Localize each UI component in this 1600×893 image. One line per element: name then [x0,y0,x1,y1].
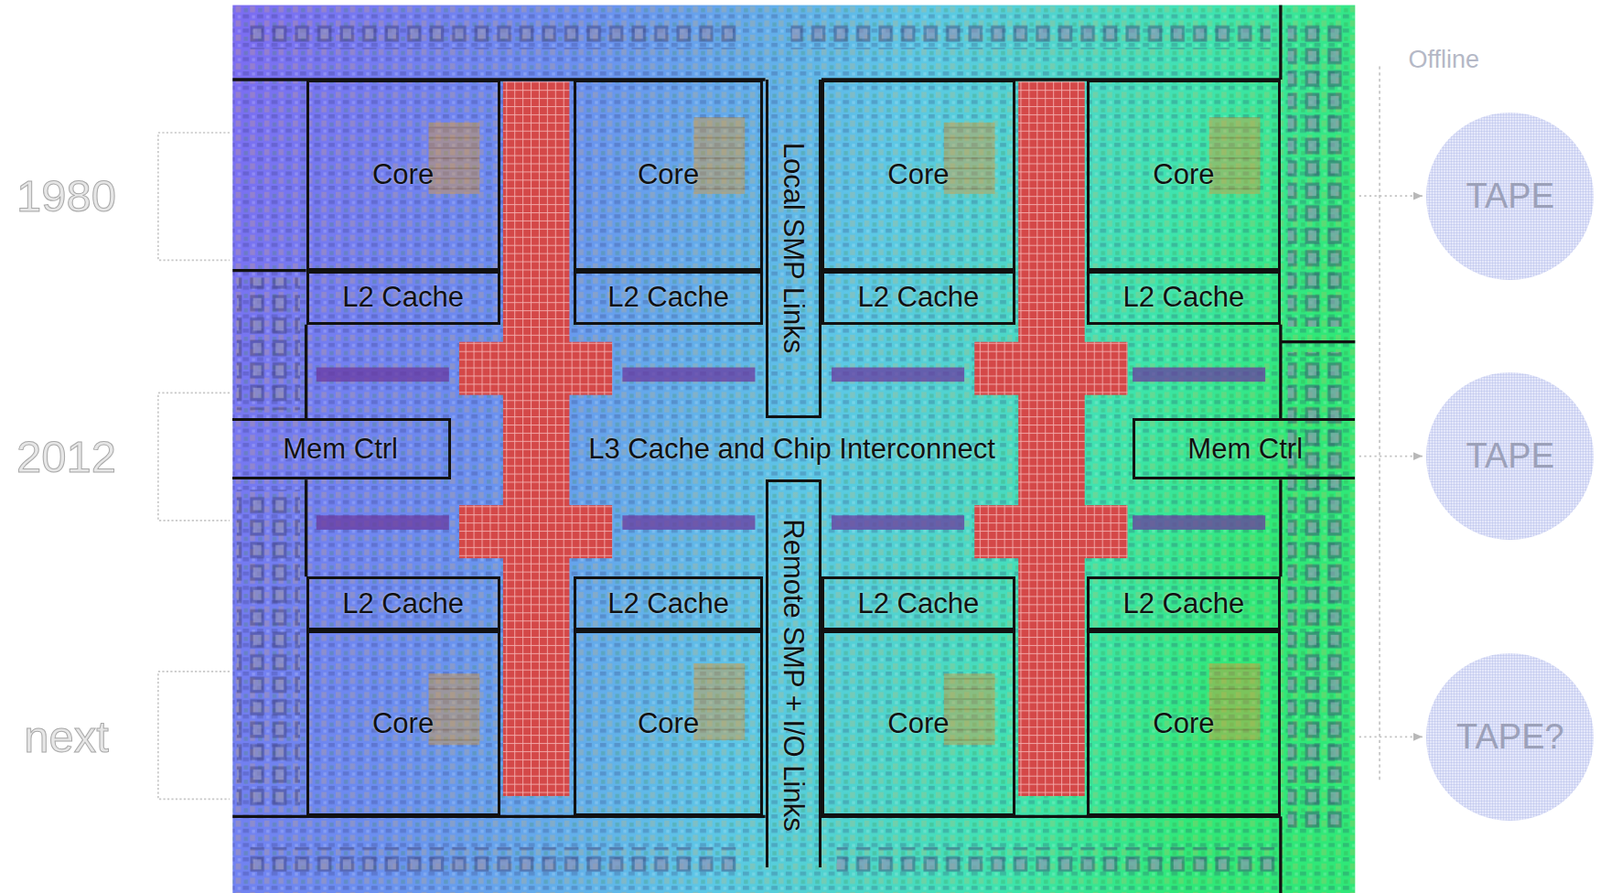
region-label: L3 Cache and Chip Interconnect [588,432,996,466]
core-region: Core [1086,630,1281,817]
l2-cache-region: L2 Cache [1086,576,1281,631]
core-region: Core [306,79,501,271]
l2-cache-region: L2 Cache [821,576,1016,631]
region-label: Core [637,707,699,741]
core-region: Core [1086,79,1281,271]
region-label: Core [887,707,949,741]
tape-circle: TAPE? [1426,653,1594,821]
year-label: 2012 [16,430,117,483]
l2-cache-region: L2 Cache [821,270,1016,325]
core-region: Core [573,79,763,271]
region-label: Local SMP Links [776,141,810,353]
region-label: L2 Cache [607,587,730,621]
region-label: L2 Cache [607,280,730,314]
year-label: 1980 [16,170,117,222]
l2-cache-region: L2 Cache [1086,270,1281,325]
region-label: L2 Cache [858,587,980,621]
memory-controller-region: Mem Ctrl [1132,418,1355,480]
region-label: Mem Ctrl [1187,432,1303,466]
smp-link-region: Remote SMP + I/O Links [765,479,822,868]
region-label: L2 Cache [1123,280,1246,314]
smp-link-region: Local SMP Links [765,79,822,419]
tape-circle: TAPE [1426,112,1594,280]
year-label: next [23,710,109,763]
tape-circle: TAPE [1426,372,1594,540]
region-label: Core [1152,707,1214,741]
tape-label: TAPE [1466,436,1555,476]
l2-cache-region: L2 Cache [573,270,763,325]
region-label: Core [887,158,949,192]
core-region: Core [821,630,1016,817]
region-label: Core [637,158,699,192]
l3-cache-region: L3 Cache and Chip Interconnect [451,418,1133,480]
region-label: Core [372,707,434,741]
tape-label: TAPE? [1456,717,1565,757]
core-region: Core [306,630,501,817]
core-region: Core [573,630,763,817]
region-label: L2 Cache [342,280,464,314]
region-label: Mem Ctrl [282,432,398,466]
offline-label: Offline [1408,44,1481,74]
region-label: Core [1152,158,1214,192]
region-label: L2 Cache [858,280,980,314]
l2-cache-region: L2 Cache [573,576,763,631]
l2-cache-region: L2 Cache [306,576,501,631]
core-region: Core [821,79,1016,271]
memory-controller-region: Mem Ctrl [232,418,452,480]
l2-cache-region: L2 Cache [306,270,501,325]
region-label: L2 Cache [1123,587,1246,621]
region-label: Remote SMP + I/O Links [776,518,810,831]
region-label: L2 Cache [342,587,464,621]
region-label: Core [372,158,434,192]
tape-label: TAPE [1466,176,1555,216]
